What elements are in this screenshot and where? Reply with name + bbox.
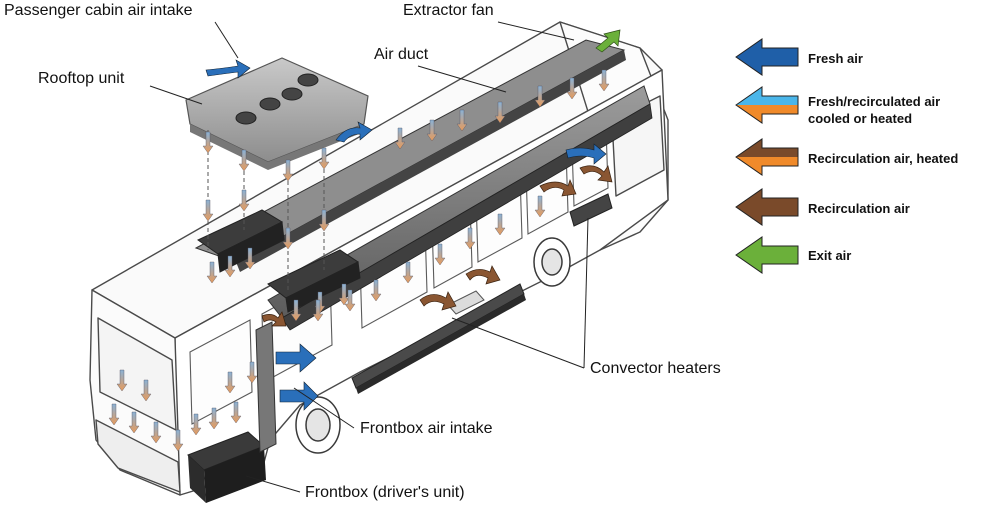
rooftop-unit [185,57,369,170]
airflow-arrow-icon [208,407,220,430]
intake-arrows [205,59,607,411]
recirculation-arrows [261,165,613,327]
airflow-arrow-icon [246,361,258,384]
callout-passenger-cabin-air-intake: Passenger cabin air intake [4,2,193,19]
airflow-arrow-icon [224,371,236,394]
rooftop-fan-icons [235,73,319,125]
airflow-arrow-icon [434,243,446,266]
legend-arrows [735,38,799,274]
airflow-arrow-icon [464,227,476,250]
callout-air-duct: Air duct [374,46,429,63]
airflow-arrow-icon [318,209,330,232]
convector-heater-bar [351,283,526,394]
airflow-arrow-icon [202,199,214,222]
airflow-arrow-icon [370,279,382,302]
airflow-arrow-icon [402,261,414,284]
leader-lines [149,21,589,493]
airflow-arrow-icon [318,147,330,170]
callout-extractor-fan: Extractor fan [403,2,494,19]
airflow-arrow-icon [202,131,214,154]
airflow-arrow-icon [230,401,242,424]
legend-label-conditioned-air: Fresh/recirculated air cooled or heated [808,94,941,126]
drop-lines [207,130,325,290]
callout-frontbox-drivers-unit: Frontbox (driver's unit) [305,484,465,501]
airflow-arrow-icon [282,227,294,250]
airflow-arrow-icon [394,127,406,150]
airflow-arrow-icon [244,247,256,270]
airflow-arrows [108,69,610,452]
legend-label-fresh-air: Fresh air [808,51,863,66]
airflow-arrow-icon [116,369,128,392]
airflow-arrow-icon [344,289,356,312]
airflow-arrow-icon [206,261,218,284]
airflow-arrow-icon [172,429,184,452]
airflow-arrow-icon [534,195,546,218]
fresh-air-arrow-icon [735,38,799,76]
front-column-duct [255,321,277,453]
callout-rooftop-unit: Rooftop unit [38,70,125,87]
legend-label-recirculation-heated: Recirculation air, heated [808,151,959,166]
exit-air-arrow [595,29,621,53]
front-ac-units [197,209,361,313]
airflow-arrow-icon [290,299,302,322]
airflow-arrow-icon [190,413,202,436]
callout-convector-heaters: Convector heaters [590,360,721,377]
rear-unit [569,193,613,227]
airflow-arrow-icon [534,85,546,108]
recirculation-air-arrow-icon [735,188,799,226]
airflow-arrow-icon [338,283,350,306]
airflow-arrow-icon [598,69,610,92]
airflow-arrow-icon [282,159,294,182]
exit-air-arrow-icon [735,236,799,274]
airflow-arrow-icon [494,213,506,236]
conditioned-air-arrow-icon [735,86,799,124]
wheels [295,237,571,454]
legend-label-recirculation-air: Recirculation air [808,201,910,216]
airflow-arrow-icon [224,255,236,278]
airflow-arrow-icon [238,149,250,172]
airflow-arrow-icon [128,411,140,434]
legend-label-exit-air: Exit air [808,248,852,263]
airflow-arrow-icon [108,403,120,426]
recirculation-heated-arrow-icon [735,138,799,176]
airflow-arrow-icon [494,101,506,124]
callout-frontbox-air-intake: Frontbox air intake [360,420,493,437]
airflow-arrow-icon [566,77,578,100]
airflow-arrow-icon [150,421,162,444]
airflow-arrow-icon [312,299,324,322]
airflow-arrow-icon [456,109,468,132]
air-duct [267,85,653,331]
airflow-arrow-icon [238,189,250,212]
airflow-arrow-icon [426,119,438,142]
airflow-arrow-icon [140,379,152,402]
